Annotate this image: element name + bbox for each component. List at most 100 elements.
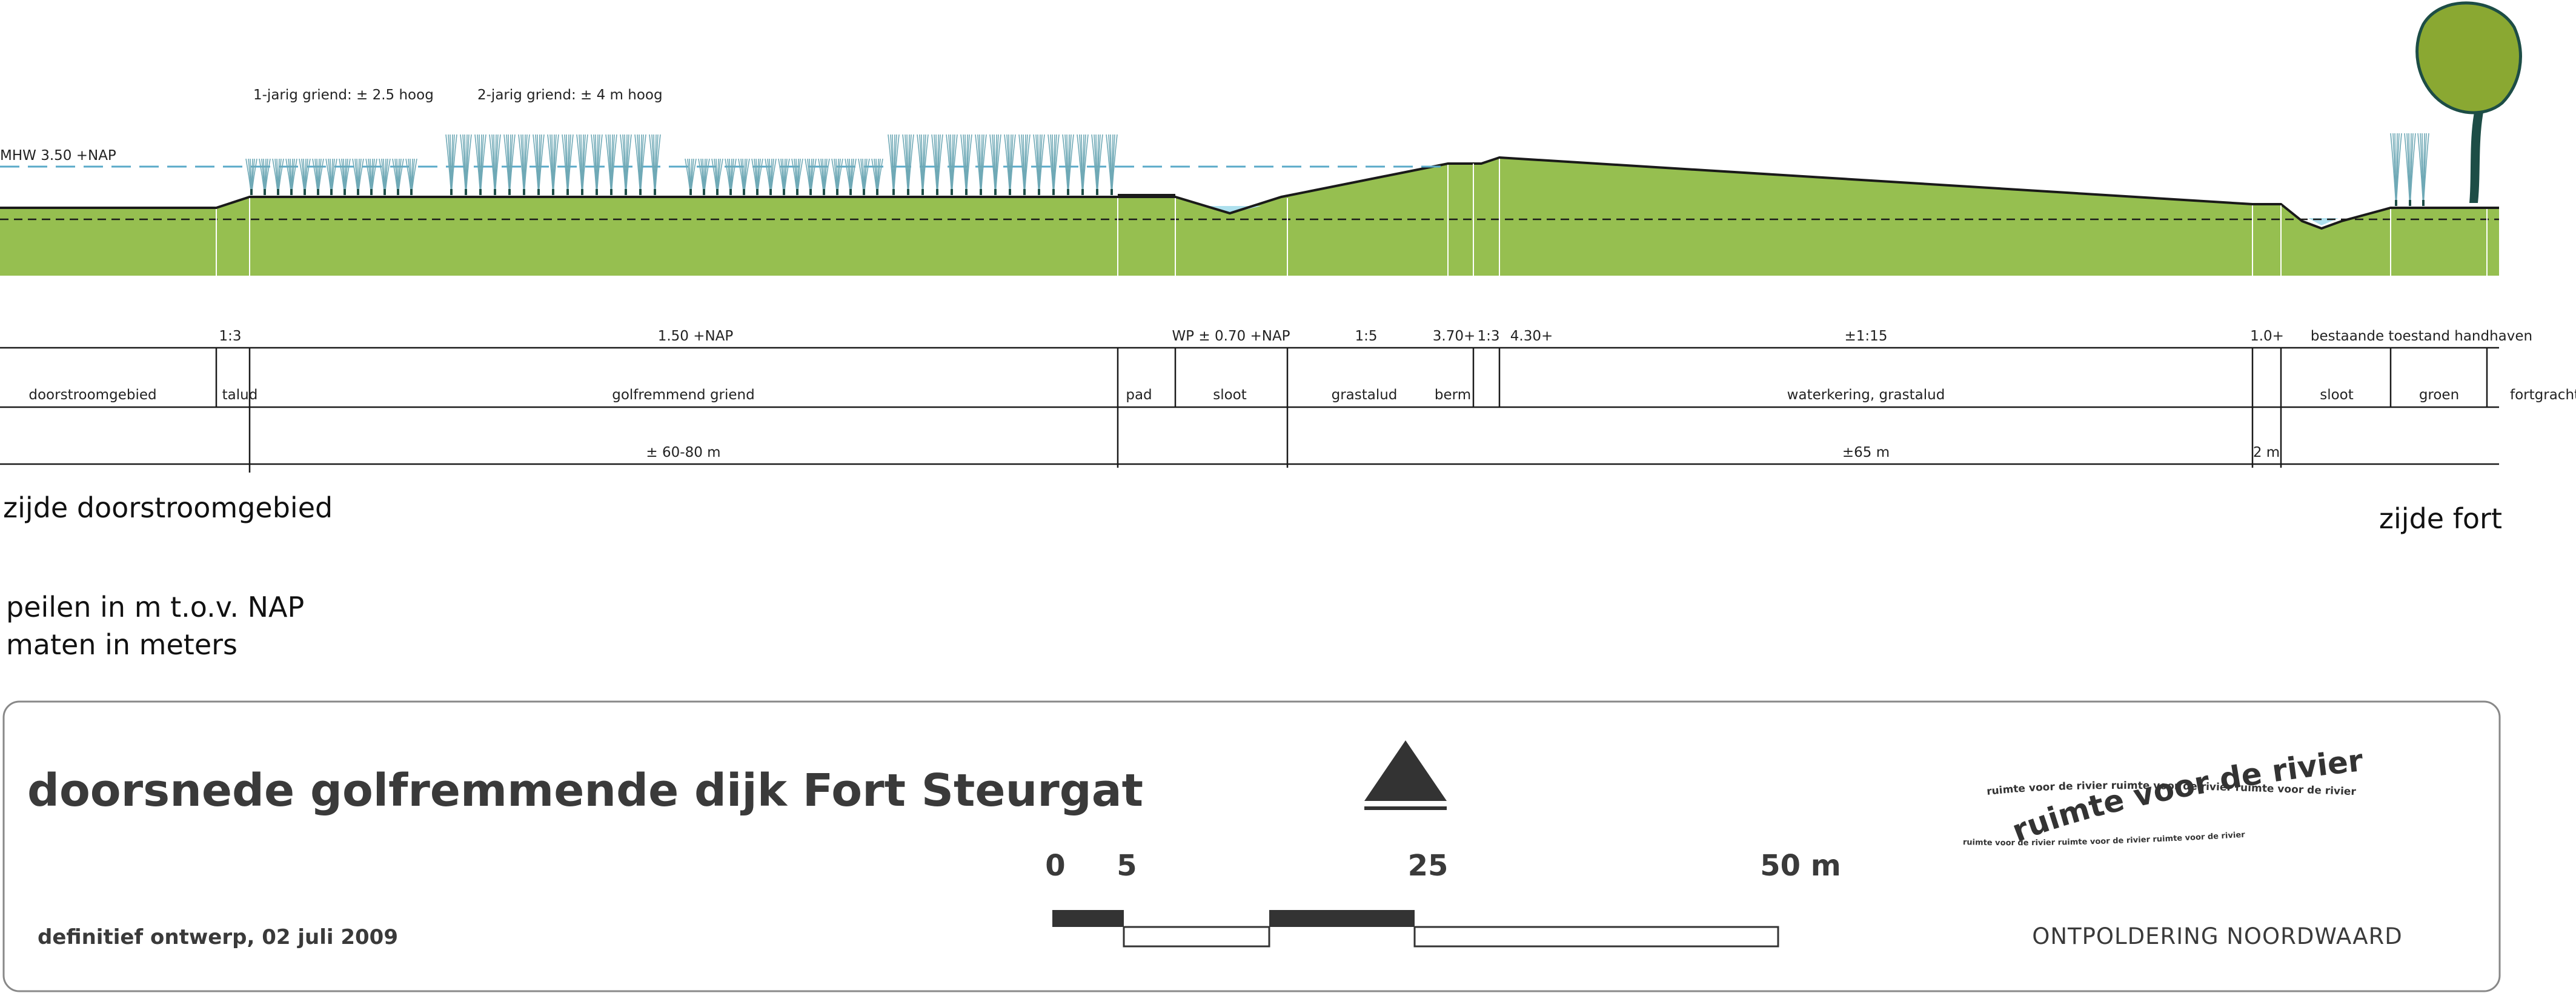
willow-shrub: [620, 134, 632, 196]
t-talud-slope: 1:3: [219, 328, 241, 344]
willow-shrub: [902, 134, 914, 196]
t-berm: berm: [1435, 387, 1471, 403]
willow-shrub: [272, 158, 284, 196]
willow-shrub: [1062, 134, 1074, 196]
willow-shrub: [1091, 134, 1103, 196]
willow-shrub: [518, 134, 530, 196]
willow-shrub: [1047, 134, 1060, 196]
project-name: ONTPOLDERING NOORDWAARD: [2032, 923, 2403, 949]
t-griend: golfremmend griend: [612, 387, 754, 403]
scale-label-50: 50 m: [1760, 849, 1841, 883]
dike-profile: 1-jarig griend: ± 2.5 hoog 2-jarig grien…: [0, 1, 2522, 276]
willow-shrub: [888, 134, 900, 196]
willow-shrub: [738, 158, 750, 196]
willow-shrub: [576, 134, 588, 196]
title-frame: [2, 700, 2501, 992]
t-crest: 4.30+: [1510, 328, 1553, 344]
willow-shrub: [405, 158, 417, 196]
willow-shrub: [831, 158, 843, 196]
willow-shrub: [460, 134, 472, 196]
willow-shrub: [562, 134, 574, 196]
ground-fill: [0, 158, 2499, 276]
willow-shrub: [474, 134, 486, 196]
willow-shrub: [299, 158, 311, 196]
path-surface: [1118, 194, 1175, 198]
logo-text-small-2: ruimte voor de rivier ruimte voor de riv…: [1963, 831, 2246, 848]
section-table: [0, 347, 2499, 473]
t-width-small: 2 m: [2253, 445, 2280, 460]
willow-shrub: [489, 134, 501, 196]
t-bestaande: bestaande toestand handhaven: [2311, 328, 2532, 344]
willow-shrub: [365, 158, 377, 196]
scale-label-5: 5: [1117, 849, 1137, 883]
willow-shrub: [1077, 134, 1089, 196]
willow-shrub: [725, 158, 737, 196]
willow-shrub: [765, 158, 777, 196]
table-row-3: ± 60-80 m ±65 m 2 m: [646, 445, 2280, 460]
t-grastalud-slope: 1:5: [1355, 328, 1377, 344]
willow-shrub: [312, 158, 324, 196]
willow-shrub: [2404, 133, 2416, 207]
t-talud: talud: [222, 387, 258, 403]
willow-shrub: [1018, 134, 1031, 196]
logo-ruimte-voor-de-rivier: ruimte voor de rivier ruimte voor de riv…: [1963, 743, 2365, 849]
willow-shrub: [960, 134, 972, 196]
t-berm-level: 3.70+: [1433, 328, 1475, 344]
t-waterkering: waterkering, grastalud: [1787, 387, 1945, 403]
willow-shrub: [871, 158, 883, 196]
drawing-subtitle: definitief ontwerp, 02 juli 2009: [38, 925, 398, 949]
tree-right: [2390, 1, 2522, 207]
willow-shrub: [379, 158, 391, 196]
t-griend-level: 1.50 +NAP: [658, 328, 734, 344]
t-sloot-2: sloot: [2320, 387, 2354, 403]
label-griend-1: 1-jarig griend: ± 2.5 hoog: [253, 87, 434, 103]
willow-shrub: [392, 158, 404, 196]
willow-shrub: [245, 158, 257, 196]
north-arrow-icon: [1364, 740, 1447, 810]
willow-shrub: [1106, 134, 1118, 196]
t-doorstroomgebied: doorstroomgebied: [28, 387, 156, 403]
svg-text:ruimte voor de rivier ruimte v: ruimte voor de rivier ruimte voor de riv…: [1963, 831, 2246, 848]
willow-shrub: [931, 134, 943, 196]
t-groen: groen: [2419, 387, 2459, 403]
willow-shrub: [2390, 133, 2402, 207]
willow-shrub: [711, 158, 723, 196]
t-berm-slope: 1:3: [1477, 328, 1499, 344]
willow-shrub: [1033, 134, 1045, 196]
willow-shrub: [975, 134, 987, 196]
title-block: doorsnede golfremmende dijk Fort Steurga…: [2, 700, 2501, 992]
table-row-1: 1:3 1.50 +NAP WP ± 0.70 +NAP 1:5 3.70+ 1…: [219, 328, 2532, 344]
t-sloot-1: sloot: [1213, 387, 1247, 403]
t-width-left: ± 60-80 m: [646, 445, 720, 460]
t-pad: pad: [1126, 387, 1152, 403]
willow-shrub: [352, 158, 364, 196]
willow-shrub: [634, 134, 646, 196]
note-levels: peilen in m t.o.v. NAP: [6, 591, 304, 623]
scale-label-25: 25: [1408, 849, 1449, 883]
willow-shrub: [591, 134, 603, 196]
willow-rows: [245, 134, 1118, 196]
side-left-label: zijde doorstroomgebied: [3, 491, 333, 524]
ground-outline: [0, 156, 2499, 230]
willow-shrub: [751, 158, 763, 196]
small-willows: [2390, 133, 2429, 207]
t-waterkering-slope: ±1:15: [1845, 328, 1888, 344]
t-fortgracht: fortgracht: [2510, 387, 2576, 403]
willow-shrub: [325, 158, 337, 196]
willow-shrub: [259, 158, 271, 196]
willow-shrub: [649, 134, 661, 196]
scale-label-0: 0: [1045, 849, 1065, 883]
willow-shrub: [1004, 134, 1016, 196]
drawing-title: doorsnede golfremmende dijk Fort Steurga…: [27, 765, 1143, 817]
table-row-2: doorstroomgebied talud golfremmend grien…: [28, 387, 2576, 403]
note-units: maten in meters: [6, 628, 237, 661]
t-width-right: ±65 m: [1842, 445, 1890, 460]
willow-shrub: [503, 134, 516, 196]
willow-shrub: [533, 134, 545, 196]
willow-shrub: [989, 134, 1001, 196]
willow-shrub: [285, 158, 297, 196]
willow-shrub: [685, 158, 697, 196]
willow-shrub: [917, 134, 929, 196]
willow-shrub: [547, 134, 559, 196]
